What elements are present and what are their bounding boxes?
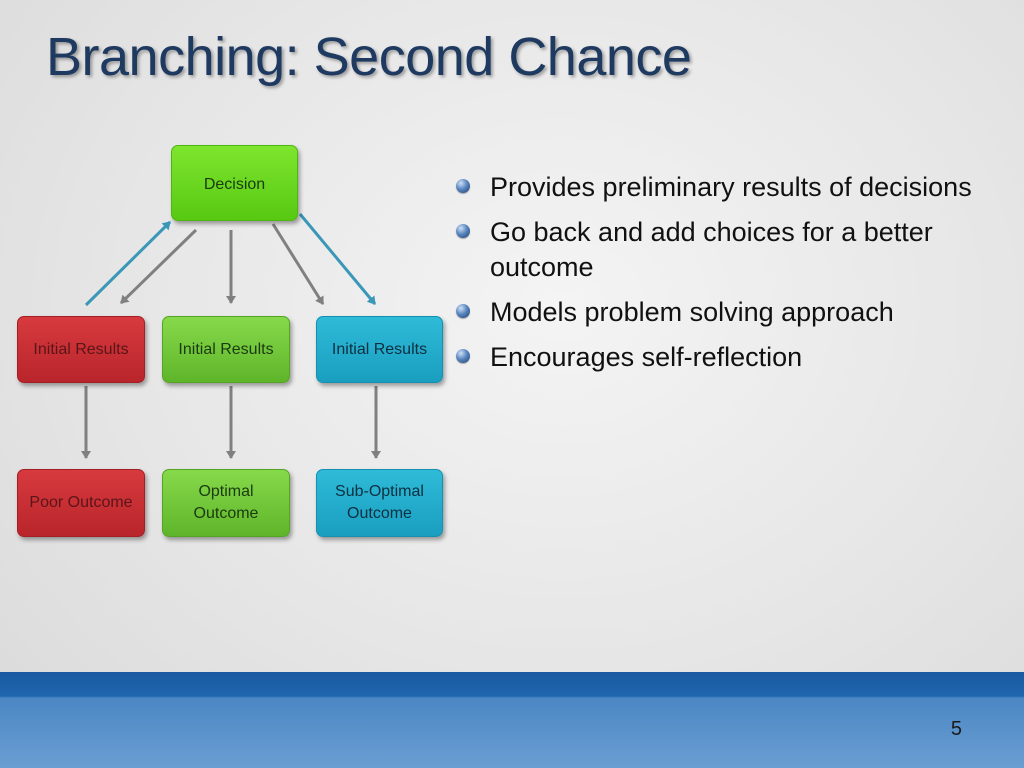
arrow-decision-to-results-3: [271, 223, 325, 305]
bullet-item: Encourages self-reflection: [452, 340, 1012, 375]
bullet-list: Provides preliminary results of decision…: [452, 170, 1012, 385]
bullet-text: Models problem solving approach: [490, 297, 894, 327]
diagram-arrows: [81, 213, 381, 459]
arrow-decision-to-results-1: [119, 228, 198, 305]
bullet-text: Encourages self-reflection: [490, 342, 803, 372]
sub-optimal-outcome-node: Sub-Optimal Outcome: [316, 469, 443, 537]
bullet-icon: [456, 224, 470, 238]
bullet-icon: [456, 179, 470, 193]
poor-outcome-label: Poor Outcome: [29, 494, 133, 512]
initial-results-node-suboptimal: Initial Results: [316, 316, 443, 383]
bullet-icon: [456, 304, 470, 318]
branching-diagram: Decision Initial Results Initial Results…: [0, 0, 460, 560]
slide-number: 5: [950, 718, 962, 740]
slide-title: Branching: Second Chance: [46, 27, 692, 87]
optimal-outcome-label: Optimal Outcome: [193, 483, 259, 522]
arrow-decision-to-results-3-teal: [298, 213, 377, 305]
bullet-text: Go back and add choices for a better out…: [490, 217, 933, 282]
bullet-icon: [456, 349, 470, 363]
initial-results-label-poor: Initial Results: [33, 340, 129, 358]
initial-results-label-suboptimal: Initial Results: [331, 340, 428, 358]
initial-results-node-optimal: Initial Results: [162, 316, 290, 383]
initial-results-node-poor: Initial Results: [17, 316, 145, 383]
bullet-item: Go back and add choices for a better out…: [452, 215, 1012, 285]
footer-band: [0, 672, 1024, 768]
arrow-back-to-decision: [84, 220, 172, 307]
decision-node: Decision: [171, 145, 298, 221]
sub-optimal-outcome-label: Sub-Optimal Outcome: [335, 483, 424, 522]
bullet-item: Models problem solving approach: [452, 295, 1012, 330]
poor-outcome-node: Poor Outcome: [17, 469, 145, 537]
optimal-outcome-node: Optimal Outcome: [162, 469, 290, 537]
bullet-item: Provides preliminary results of decision…: [452, 170, 1012, 205]
initial-results-label-optimal: Initial Results: [178, 340, 274, 358]
bullet-text: Provides preliminary results of decision…: [490, 172, 972, 202]
